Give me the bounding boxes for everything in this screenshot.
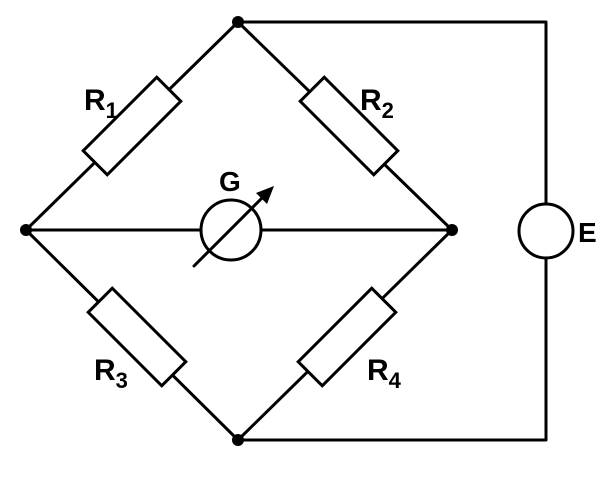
- resistor-r4-body: [296, 286, 398, 388]
- component-labels: R1 R2 R3 R4 G E: [84, 84, 597, 393]
- resistor-r4: [296, 286, 398, 388]
- label-r4-letter: R: [367, 354, 389, 387]
- galvanometer: [192, 186, 274, 268]
- source-wires: [236, 20, 548, 442]
- label-r4: R4: [367, 354, 402, 393]
- label-r3-index: 3: [116, 368, 128, 393]
- label-r1-index: 1: [106, 98, 118, 123]
- galvanometer-arrow-head: [256, 186, 274, 204]
- emf-source: [517, 202, 575, 260]
- wire-source-top: [236, 20, 548, 206]
- wire-source-bottom: [236, 256, 548, 442]
- label-r2-letter: R: [360, 84, 382, 117]
- resistor-r2-body: [298, 75, 400, 177]
- emf-source-circle: [517, 202, 575, 260]
- label-r3-letter: R: [94, 354, 116, 387]
- galvanometer-arrow-shaft: [192, 192, 268, 268]
- junction-node-bottom: [232, 434, 244, 446]
- junction-nodes: [20, 16, 458, 446]
- label-r1-letter: R: [84, 84, 106, 117]
- resistor-r3: [86, 286, 188, 388]
- resistor-r1-body: [81, 75, 183, 177]
- label-r4-index: 4: [389, 368, 402, 393]
- label-galvanometer: G: [219, 166, 241, 197]
- label-r1: R1: [84, 84, 118, 123]
- junction-node-left: [20, 224, 32, 236]
- junction-node-top: [232, 16, 244, 28]
- label-r2: R2: [360, 84, 394, 123]
- resistor-r2: [298, 75, 400, 177]
- junction-node-right: [446, 224, 458, 236]
- label-emf-source: E: [578, 217, 597, 248]
- label-r3: R3: [94, 354, 128, 393]
- label-r2-index: 2: [382, 98, 394, 123]
- resistor-r3-body: [86, 286, 188, 388]
- resistor-r1: [81, 75, 183, 177]
